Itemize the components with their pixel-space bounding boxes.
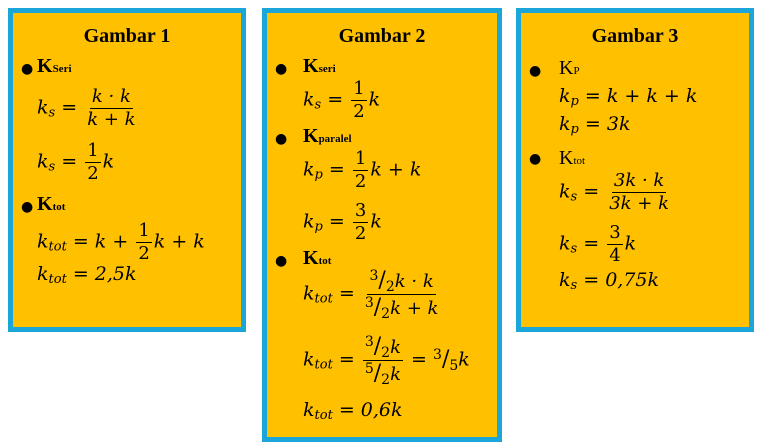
panel-title: Gambar 3: [591, 25, 679, 47]
section-label-kp: KP: [559, 57, 580, 79]
bullet-icon: ●: [529, 63, 542, 79]
bullet-icon: ●: [275, 253, 288, 269]
equation-kp-result: kp = 3k: [559, 113, 631, 137]
equation-ktot-fraction: ktot = 3/2k · k 3/2k + k: [303, 268, 439, 323]
bullet-icon: ●: [529, 151, 542, 167]
section-label-kseri: Kseri: [303, 55, 336, 77]
section-label-ktot: Ktot: [559, 147, 586, 169]
panel-title: Gambar 1: [83, 25, 171, 47]
bullet-icon: ●: [275, 61, 288, 77]
bullet-icon: ●: [275, 131, 288, 147]
bullet-icon: ●: [21, 61, 34, 77]
equation-ktot-simplified: ktot = 3/2k 5/2k = 3/5k: [303, 334, 470, 389]
section-label-kseri: KSeri: [37, 55, 72, 77]
equation-ktot-result: ktot = 0,6k: [303, 399, 403, 423]
section-label-ktot: Ktot: [303, 247, 332, 269]
equation-ks-result: ks = 0,75k: [559, 269, 660, 293]
equation-ktot-result: ktot = 2,5k: [37, 263, 137, 287]
section-label-ktot: Ktot: [37, 193, 66, 215]
bullet-icon: ●: [21, 199, 34, 215]
equation-kp-sum: kp = k + k + k: [559, 85, 698, 109]
panel-title: Gambar 2: [338, 25, 426, 47]
panel-gambar-3: Gambar 3 ● KP kp = k + k + k kp = 3k ● K…: [516, 8, 754, 332]
section-label-kparalel: Kparalel: [303, 125, 352, 147]
